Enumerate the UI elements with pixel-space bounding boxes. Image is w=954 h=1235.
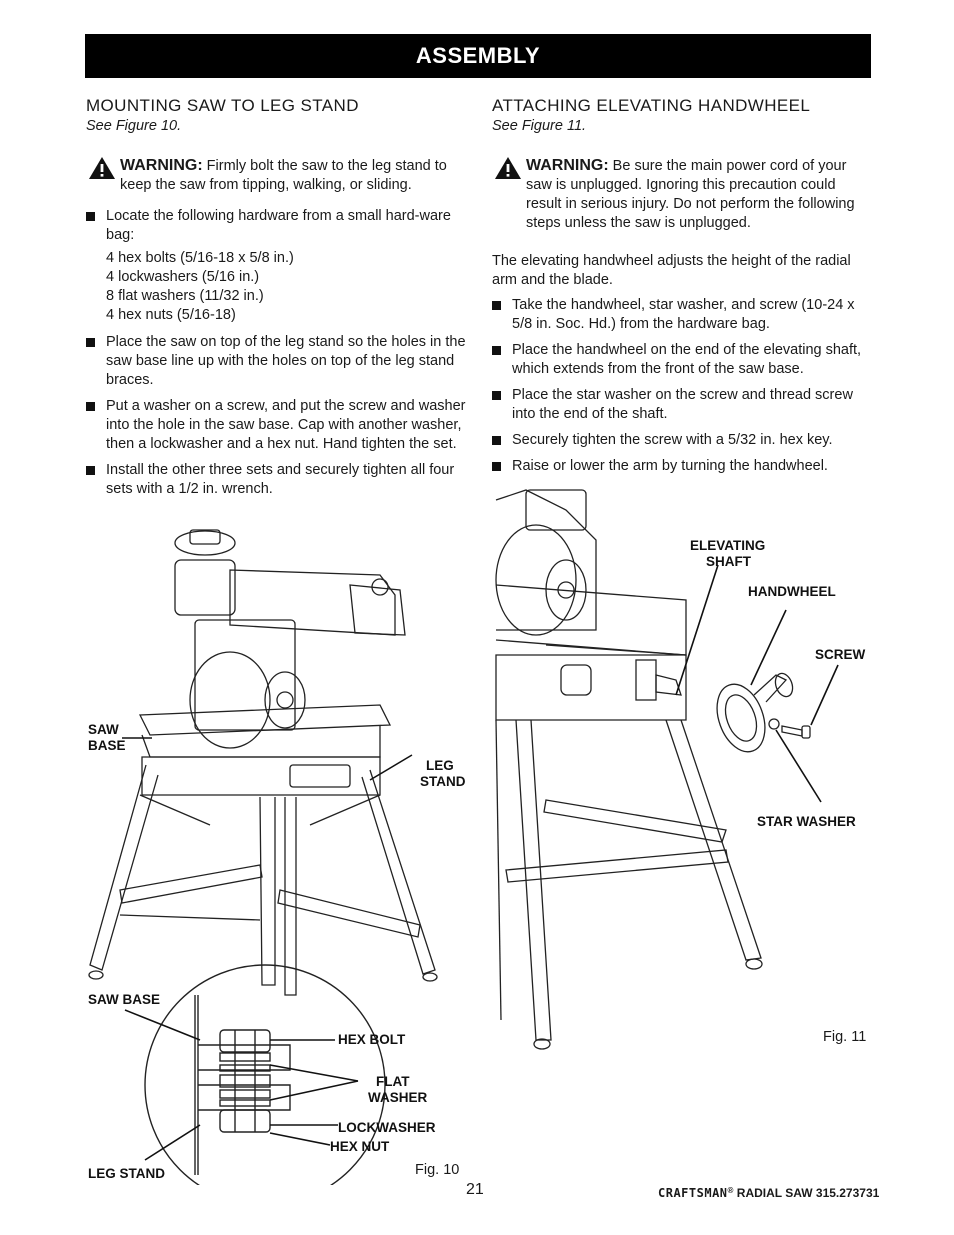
list-item: Locate the following hardware from a sma… (86, 207, 466, 325)
model-number: RADIAL SAW 315.273731 (736, 1186, 880, 1200)
list-item-text: Locate the following hardware from a sma… (106, 208, 451, 243)
list-item-text: Install the other three sets and securel… (106, 462, 455, 497)
hardware-item: 4 hex nuts (5/16-18) (106, 307, 236, 323)
list-item-text: Place the handwheel on the end of the el… (512, 342, 862, 377)
list-item: Take the handwheel, star washer, and scr… (492, 296, 872, 334)
hardware-item: 4 lockwashers (5/16 in.) (106, 269, 260, 285)
right-section-title: ATTACHING ELEVATING HANDWHEEL (492, 96, 811, 115)
left-warning-label: WARNING: (120, 157, 203, 174)
figure-11-illustration (495, 489, 839, 1050)
list-item-text: Securely tighten the screw with a 5/32 i… (512, 432, 833, 448)
left-warning: WARNING: Firmly bolt the saw to the leg … (86, 156, 466, 195)
list-item: Place the handwheel on the end of the el… (492, 341, 872, 379)
fig11-star-washer-label: STAR WASHER (757, 814, 856, 829)
fig11-screw-label: SCREW (815, 647, 866, 662)
list-item: Securely tighten the screw with a 5/32 i… (492, 431, 872, 450)
list-item: Raise or lower the arm by turning the ha… (492, 457, 872, 476)
hardware-item: 4 hex bolts (5/16-18 x 5/8 in.) (106, 250, 294, 266)
right-bullet-list: Take the handwheel, star washer, and scr… (492, 296, 872, 476)
right-see-figure: See Figure 11. (492, 118, 587, 134)
list-item-text: Place the star washer on the screw and t… (512, 387, 853, 422)
figure-11-caption: Fig. 11 (823, 1029, 867, 1045)
fig10-hex-bolt-label: HEX BOLT (338, 1032, 406, 1047)
page-number: 21 (466, 1181, 484, 1198)
right-warning-label: WARNING: (526, 157, 609, 174)
list-item: Place the saw on top of the leg stand so… (86, 333, 466, 390)
figure-10-caption: Fig. 10 (415, 1162, 460, 1178)
left-section-title: MOUNTING SAW TO LEG STAND (86, 96, 359, 115)
warning-triangle-icon (89, 157, 115, 179)
hardware-item: 8 flat washers (11/32 in.) (106, 288, 264, 304)
list-item: Install the other three sets and securel… (86, 461, 466, 499)
list-item-text: Put a washer on a screw, and put the scr… (106, 398, 466, 452)
section-banner: ASSEMBLY (85, 34, 871, 78)
fig11-handwheel-label: HANDWHEEL (748, 584, 836, 599)
list-item-text: Raise or lower the arm by turning the ha… (512, 458, 828, 474)
footer-brand: CRAFTSMAN® RADIAL SAW 315.273731 (658, 1186, 880, 1200)
right-column: ATTACHING ELEVATING HANDWHEEL See Figure… (492, 96, 872, 483)
fig10-lockwasher-label: LOCKWASHER (338, 1120, 436, 1135)
figure-10-illustration (88, 529, 438, 1185)
right-intro: The elevating handwheel adjusts the heig… (492, 253, 851, 288)
fig10-leg-stand-detail-label: LEG STAND (88, 1166, 165, 1181)
list-item-text: Take the handwheel, star washer, and scr… (512, 297, 855, 332)
left-column: MOUNTING SAW TO LEG STAND See Figure 10.… (86, 96, 466, 506)
fig10-saw-base-detail-label: SAW BASE (88, 992, 161, 1007)
list-item-text: Place the saw on top of the leg stand so… (106, 334, 466, 388)
left-see-figure: See Figure 10. (86, 118, 182, 134)
left-bullet-list: Locate the following hardware from a sma… (86, 207, 466, 499)
list-item: Put a washer on a screw, and put the scr… (86, 397, 466, 454)
brand-logo: CRAFTSMAN (658, 1186, 728, 1200)
left-warning-text: Firmly bolt the saw to the leg stand to … (120, 158, 447, 193)
hardware-list: 4 hex bolts (5/16-18 x 5/8 in.) 4 lockwa… (106, 249, 466, 325)
warning-triangle-icon (495, 157, 521, 179)
fig10-hex-nut-label: HEX NUT (330, 1139, 390, 1154)
right-warning-text: Be sure the main power cord of your saw … (526, 158, 855, 231)
right-warning: WARNING: Be sure the main power cord of … (492, 156, 872, 233)
list-item: Place the star washer on the screw and t… (492, 386, 872, 424)
